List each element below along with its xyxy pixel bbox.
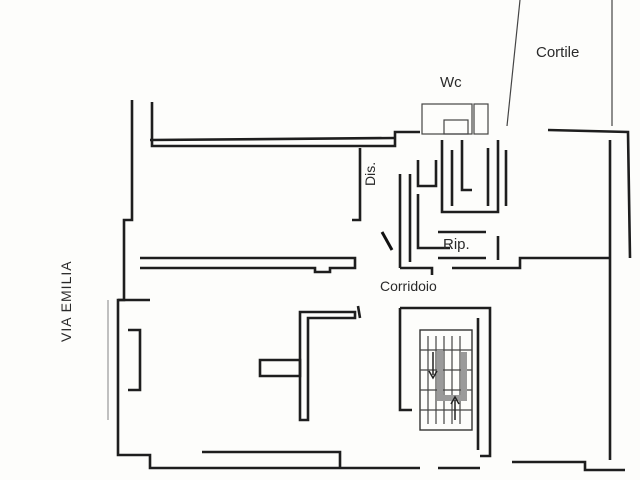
label-corridor: Corridoio: [380, 278, 437, 294]
door-mark: [380, 231, 394, 251]
label-street: VIA EMILIA: [58, 260, 74, 342]
courtyard-lines: [506, 0, 613, 127]
outer-walls: [107, 100, 632, 472]
lower-walls: [118, 298, 492, 458]
label-courtyard: Cortile: [536, 44, 580, 61]
stair-block: [419, 329, 473, 431]
label-rip: Rip.: [443, 236, 470, 253]
label-wc: Wc: [440, 74, 462, 91]
wc-fixtures: [421, 103, 489, 135]
label-dis: Dis.: [362, 161, 378, 186]
interior-walls: [140, 140, 610, 275]
